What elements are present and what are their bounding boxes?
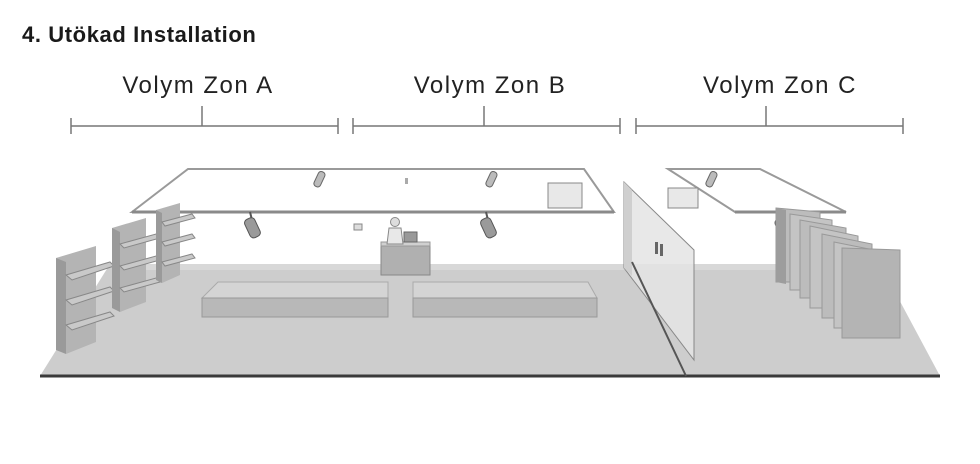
shelving-unit [156, 203, 196, 283]
ceiling-rig-ab [129, 168, 616, 214]
reception-counter [380, 231, 431, 276]
spotlight-icon [480, 211, 497, 239]
zone-b-bracket [352, 106, 621, 134]
display-platform [200, 281, 389, 318]
zone-a-bracket [70, 106, 339, 134]
ceiling-sensor-icon [405, 178, 408, 184]
spotlight-icon [485, 170, 498, 188]
zone-c-label: Volym Zon C [703, 72, 857, 99]
wall-display [667, 187, 699, 209]
zone-a-label: Volym Zon A [122, 72, 274, 99]
page-title: 4. Utökad Installation [22, 22, 257, 47]
wall-display [547, 182, 583, 209]
zone-c-panels [775, 207, 901, 339]
door-handle-icon [655, 242, 658, 254]
spotlight-icon [313, 170, 326, 188]
zone-c-bracket [635, 106, 904, 134]
door-handle-icon [660, 244, 663, 256]
person-icon [386, 217, 404, 245]
glass-partition [623, 180, 695, 377]
wall-switch-icon [353, 223, 363, 231]
zone-b-label: Volym Zon B [413, 72, 567, 99]
spotlight-icon [705, 170, 718, 188]
shelving-unit [112, 218, 161, 312]
display-platform [412, 281, 598, 318]
spotlight-icon [244, 211, 261, 239]
